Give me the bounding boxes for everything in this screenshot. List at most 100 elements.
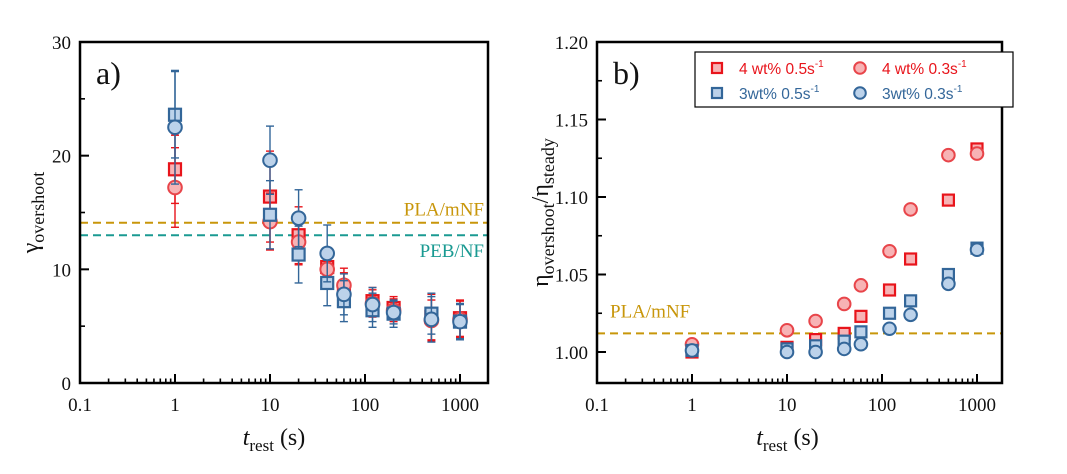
data-point [903, 294, 918, 308]
data-point [941, 193, 956, 207]
x-title-sub: rest [249, 436, 274, 455]
x-axis-title: trest (s) [756, 425, 819, 455]
data-point [836, 296, 852, 312]
reference-lines [80, 221, 488, 237]
legend-marker-square [710, 61, 724, 75]
x-tick-label: 1000 [958, 395, 996, 416]
data-point [808, 313, 823, 329]
plot-frame [595, 40, 1004, 385]
x-title-main: t [243, 425, 251, 451]
data-point [336, 286, 352, 303]
y-tick-label: 1.05 [555, 266, 588, 287]
series-0 [167, 134, 468, 341]
data-point [262, 207, 278, 222]
legend-label: 4 wt% 0.3s-1 [882, 59, 967, 78]
series-3 [167, 69, 468, 343]
x-axis-title: trest (s) [243, 425, 306, 455]
y-tick-label: 1.20 [555, 33, 588, 54]
data-point [423, 311, 440, 328]
series-2 [685, 241, 984, 358]
data-point [854, 309, 868, 323]
data-point [290, 210, 307, 226]
legend-label-sup: -1 [815, 59, 824, 70]
x-tick-label: 0.1 [585, 395, 609, 416]
x-tick-label: 100 [868, 395, 897, 416]
ref-label-peb-nf: PEB/NF [420, 241, 484, 262]
legend-label-sup: -1 [958, 59, 967, 70]
data-point [291, 247, 306, 262]
panel-label-a: a) [96, 55, 121, 91]
data-point [385, 304, 402, 321]
x-title-main: t [756, 425, 764, 451]
legend-marker-circle [853, 61, 867, 75]
series-1 [684, 146, 985, 352]
legend-label: 3wt% 0.3s-1 [882, 84, 963, 103]
legend-label-sup: -1 [811, 84, 820, 95]
data-point [903, 307, 918, 323]
series-0 [685, 142, 984, 359]
y-title-slash: / [528, 196, 554, 203]
y-tick-label: 30 [52, 33, 71, 54]
data-point [452, 313, 468, 330]
legend-item: 4 wt% 0.5s-1 [710, 59, 824, 78]
data-point [684, 343, 700, 358]
y-tick-label: 0 [62, 374, 72, 395]
series-3 [684, 242, 985, 360]
data-point [969, 146, 985, 161]
legend-marker-square [710, 86, 724, 100]
data-point [969, 242, 985, 257]
data-point [836, 341, 852, 357]
x-title-unit: (s) [274, 425, 305, 451]
legend-box [694, 51, 1014, 108]
legend-label: 4 wt% 0.5s-1 [739, 59, 824, 78]
x-tick-label: 0.1 [68, 395, 92, 416]
data-point [319, 245, 335, 262]
legend-marker-circle [853, 86, 867, 100]
y-title-main: γ [18, 242, 44, 254]
y-tick-label: 1.10 [555, 188, 588, 209]
legend-label-text: 3wt% 0.3s [882, 86, 954, 103]
legend-label-sup: -1 [954, 84, 963, 95]
data-point [167, 119, 183, 136]
legend-label-text: 3wt% 0.5s [739, 86, 811, 103]
data-point [853, 336, 869, 352]
y-title-eta1: η [528, 274, 554, 287]
data-point [882, 243, 897, 259]
panel-label-b: b) [613, 55, 640, 91]
data-point [882, 321, 897, 337]
x-tick-label: 10 [778, 395, 797, 416]
data-point [854, 325, 868, 339]
y-title-eta2: η [528, 184, 554, 197]
data-point [779, 323, 795, 338]
y-axis-title: γovershoot [18, 172, 48, 255]
y-axis-title: ηovershoot/ηsteady [528, 138, 558, 287]
data-point [941, 276, 956, 292]
y-tick-label: 10 [52, 260, 71, 281]
data-point [808, 344, 823, 360]
data-markers [167, 69, 468, 343]
y-tick-label: 1.15 [555, 111, 588, 132]
data-point [882, 283, 897, 297]
data-point [941, 147, 956, 163]
data-point [853, 278, 869, 293]
legend-item: 3wt% 0.3s-1 [853, 84, 963, 103]
legend-label-text: 4 wt% 0.5s [739, 61, 815, 78]
y-title-sub2: steady [538, 138, 558, 184]
data-point [903, 202, 918, 217]
x-title-sub: rest [763, 436, 788, 455]
axis-ticks [79, 41, 461, 384]
x-tick-label: 1000 [441, 395, 479, 416]
data-markers [684, 142, 985, 360]
y-title-sub1: overshoot [538, 203, 558, 274]
x-tick-label: 1 [170, 395, 180, 416]
y-tick-label: 20 [52, 147, 71, 168]
data-point [364, 296, 381, 313]
data-point [779, 344, 795, 360]
